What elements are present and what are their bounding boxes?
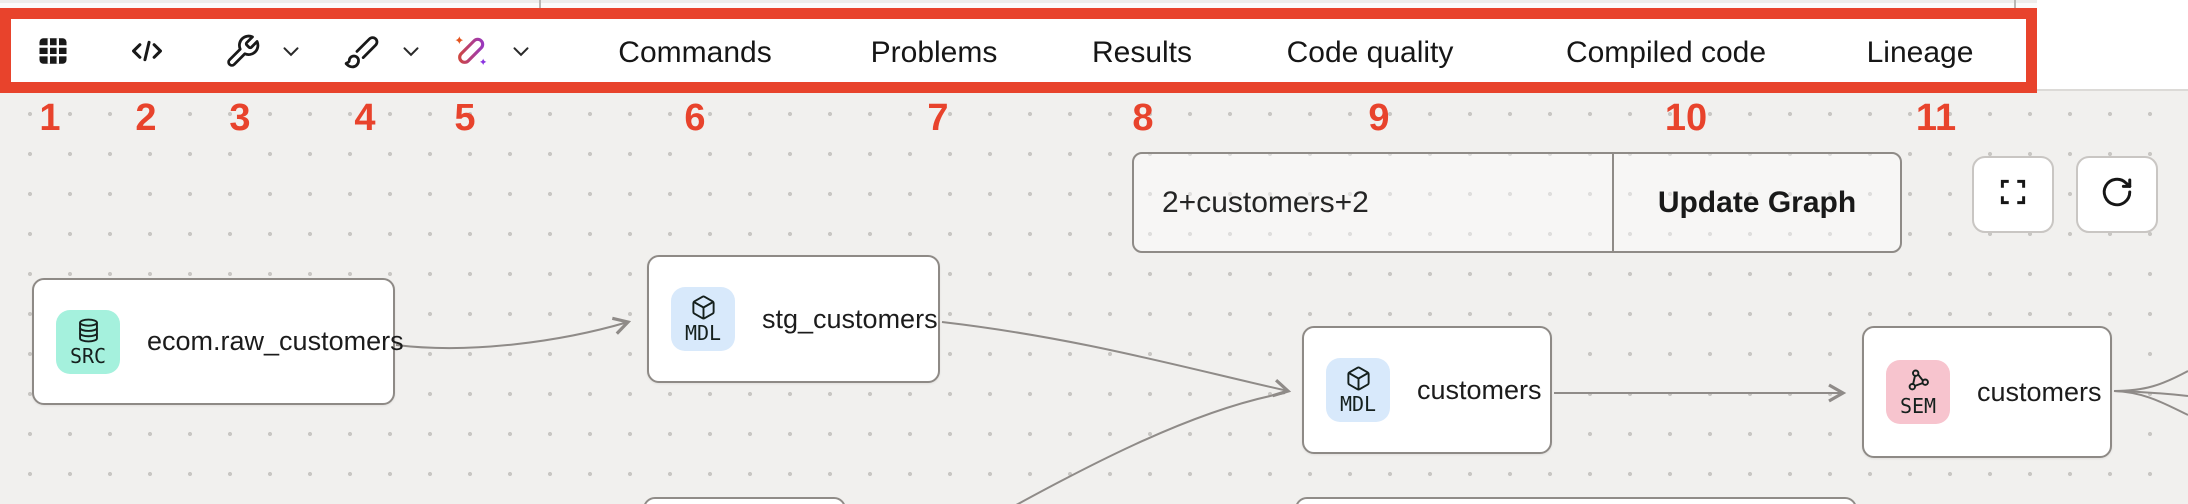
header-right-spacer [2037, 0, 2188, 91]
annotation-number-7: 7 [927, 97, 949, 139]
badge-type-label: SEM [1899, 394, 1937, 418]
wrench-icon [224, 33, 261, 70]
fullscreen-icon [1996, 175, 2030, 214]
cube-icon [1345, 365, 1372, 392]
format-dropdown[interactable] [278, 31, 304, 71]
tab-code-quality[interactable]: Code quality [1286, 36, 1454, 69]
node-partial-left[interactable] [643, 497, 846, 504]
window-top-strip [0, 0, 2188, 9]
annotation-number-4: 4 [354, 97, 376, 139]
mdl-badge: MDL [1326, 358, 1390, 422]
node-customers-model[interactable]: MDL customers [1302, 326, 1552, 454]
graph-query-group: Update Graph [1132, 152, 1902, 253]
badge-type-label: SRC [69, 343, 107, 368]
chevron-down-icon [278, 38, 304, 64]
code-icon [128, 32, 166, 70]
badge-type-label: MDL [1339, 392, 1377, 416]
annotation-number-5: 5 [454, 97, 476, 139]
annotation-box [0, 8, 2037, 93]
cube-icon [690, 294, 717, 321]
share-network-icon [1905, 367, 1932, 394]
ai-assist-button[interactable] [451, 31, 491, 71]
mdl-badge: MDL [671, 287, 735, 351]
annotation-number-10: 10 [1664, 97, 1708, 139]
ai-assist-dropdown[interactable] [508, 31, 534, 71]
database-icon [75, 317, 102, 344]
badge-type-label: MDL [684, 321, 722, 345]
annotation-number-8: 8 [1132, 97, 1154, 139]
annotation-number-6: 6 [684, 97, 706, 139]
tab-lineage[interactable]: Lineage [1866, 36, 1974, 69]
code-button[interactable] [128, 31, 166, 71]
table-button[interactable] [35, 31, 71, 71]
tab-problems[interactable]: Problems [870, 36, 998, 69]
query-group-divider [1612, 154, 1614, 251]
brush-icon [343, 33, 380, 70]
tab-results[interactable]: Results [1091, 36, 1193, 69]
pane-divider [2014, 0, 2016, 9]
chevron-down-icon [398, 38, 424, 64]
graph-query-input[interactable] [1134, 154, 1612, 251]
refresh-icon [2100, 175, 2134, 214]
refresh-button[interactable] [2076, 156, 2158, 233]
fullscreen-button[interactable] [1972, 156, 2054, 233]
tab-compiled-code[interactable]: Compiled code [1565, 36, 1767, 69]
tab-commands[interactable]: Commands [618, 36, 772, 69]
node-stg-customers[interactable]: MDL stg_customers [647, 255, 940, 383]
clean-dropdown[interactable] [398, 31, 424, 71]
chevron-down-icon [508, 38, 534, 64]
annotation-number-3: 3 [229, 97, 251, 139]
node-customers-semantic[interactable]: SEM customers [1862, 326, 2112, 458]
table-icon [35, 33, 71, 69]
pane-divider [539, 0, 541, 9]
magic-wand-icon [451, 31, 491, 71]
sem-badge: SEM [1886, 360, 1950, 424]
node-label: customers [1977, 376, 2102, 407]
node-label: customers [1417, 374, 1542, 405]
annotation-number-2: 2 [135, 97, 157, 139]
node-ecom-raw-customers[interactable]: SRC ecom.raw_customers [32, 278, 404, 405]
annotation-number-9: 9 [1368, 97, 1390, 139]
format-button[interactable] [224, 31, 261, 71]
src-badge: SRC [56, 309, 120, 374]
node-partial-right[interactable] [1295, 497, 1857, 504]
node-label: ecom.raw_customers [147, 326, 404, 356]
node-label: stg_customers [762, 303, 938, 334]
update-graph-button[interactable]: Update Graph [1657, 185, 1857, 219]
annotation-number-1: 1 [39, 97, 61, 139]
annotation-number-11: 11 [1915, 97, 1957, 139]
clean-button[interactable] [343, 31, 380, 71]
